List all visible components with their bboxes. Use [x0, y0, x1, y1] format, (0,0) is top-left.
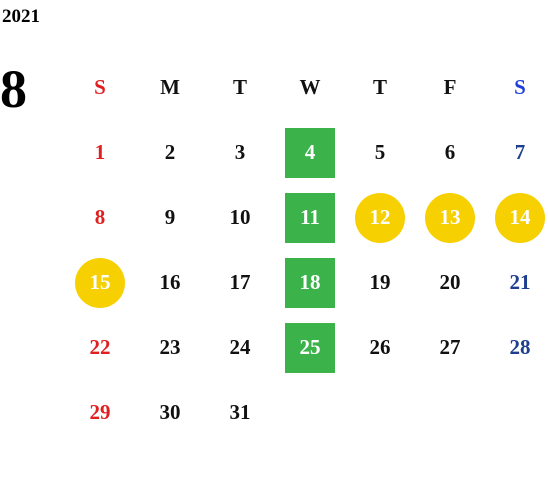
- day-cell[interactable]: 7: [485, 120, 548, 185]
- day-cell[interactable]: 17: [205, 250, 275, 315]
- day-cell-yellow[interactable]: 14: [485, 185, 548, 250]
- day-number: 4: [304, 140, 316, 164]
- day-number: 27: [439, 335, 461, 359]
- weekday-monday: M: [160, 75, 180, 99]
- weekday-tuesday: T: [232, 75, 247, 99]
- day-cell[interactable]: 27: [415, 315, 485, 380]
- day-cell[interactable]: 22: [65, 315, 135, 380]
- day-number: 24: [229, 335, 251, 359]
- day-number: 23: [159, 335, 181, 359]
- day-number: 8: [94, 205, 106, 229]
- day-cell[interactable]: 3: [205, 120, 275, 185]
- weekday-wednesday: W: [299, 75, 321, 99]
- day-cell-yellow[interactable]: 12: [345, 185, 415, 250]
- day-number: 20: [439, 270, 461, 294]
- day-number: 7: [514, 140, 526, 164]
- day-cell-green[interactable]: 11: [275, 185, 345, 250]
- day-number: 5: [374, 140, 386, 164]
- day-cell[interactable]: 24: [205, 315, 275, 380]
- day-number: 11: [300, 205, 320, 229]
- day-number: 17: [229, 270, 251, 294]
- day-cell[interactable]: 6: [415, 120, 485, 185]
- day-cell-yellow[interactable]: 13: [415, 185, 485, 250]
- day-cell[interactable]: 28: [485, 315, 548, 380]
- weekday-sunday: S: [94, 75, 106, 99]
- day-number: 14: [509, 205, 531, 229]
- day-cell-green[interactable]: 25: [275, 315, 345, 380]
- day-cell[interactable]: 26: [345, 315, 415, 380]
- day-cell[interactable]: 23: [135, 315, 205, 380]
- day-number: 18: [299, 270, 321, 294]
- day-cell[interactable]: 30: [135, 380, 205, 445]
- day-number: 2: [164, 140, 176, 164]
- day-cell[interactable]: 5: [345, 120, 415, 185]
- day-number: 13: [439, 205, 461, 229]
- day-number: 9: [164, 205, 176, 229]
- day-number: 21: [509, 270, 531, 294]
- calendar-month: 8: [0, 59, 27, 119]
- day-cell[interactable]: 1: [65, 120, 135, 185]
- day-cell[interactable]: 10: [205, 185, 275, 250]
- day-cell[interactable]: 21: [485, 250, 548, 315]
- day-cell-green[interactable]: 18: [275, 250, 345, 315]
- day-number: 15: [89, 270, 111, 294]
- day-number: 29: [89, 400, 111, 424]
- day-number: 16: [159, 270, 181, 294]
- day-number: 6: [444, 140, 456, 164]
- day-cell[interactable]: 20: [415, 250, 485, 315]
- day-number: 28: [509, 335, 531, 359]
- calendar-year: 2021: [2, 6, 40, 27]
- day-number: 22: [89, 335, 111, 359]
- day-number: 12: [369, 205, 391, 229]
- day-number: 3: [234, 140, 246, 164]
- day-cell-yellow[interactable]: 15: [65, 250, 135, 315]
- day-number: 25: [299, 335, 321, 359]
- weekday-saturday: S: [514, 75, 526, 99]
- day-number: 30: [159, 400, 181, 424]
- weekday-thursday: T: [372, 75, 387, 99]
- weekday-friday: F: [443, 75, 457, 99]
- day-cell[interactable]: 31: [205, 380, 275, 445]
- day-cell[interactable]: 8: [65, 185, 135, 250]
- day-cell[interactable]: 19: [345, 250, 415, 315]
- day-number: 31: [229, 400, 251, 424]
- day-number: 10: [229, 205, 251, 229]
- day-cell[interactable]: 29: [65, 380, 135, 445]
- day-cell[interactable]: 2: [135, 120, 205, 185]
- day-cell[interactable]: 9: [135, 185, 205, 250]
- day-number: 1: [94, 140, 106, 164]
- calendar-grid: S M T W T F S 1 2 3 4 5 6 7 8 9 10 11 12…: [65, 55, 548, 445]
- day-number: 19: [369, 270, 391, 294]
- day-number: 26: [369, 335, 391, 359]
- day-cell-green[interactable]: 4: [275, 120, 345, 185]
- day-cell[interactable]: 16: [135, 250, 205, 315]
